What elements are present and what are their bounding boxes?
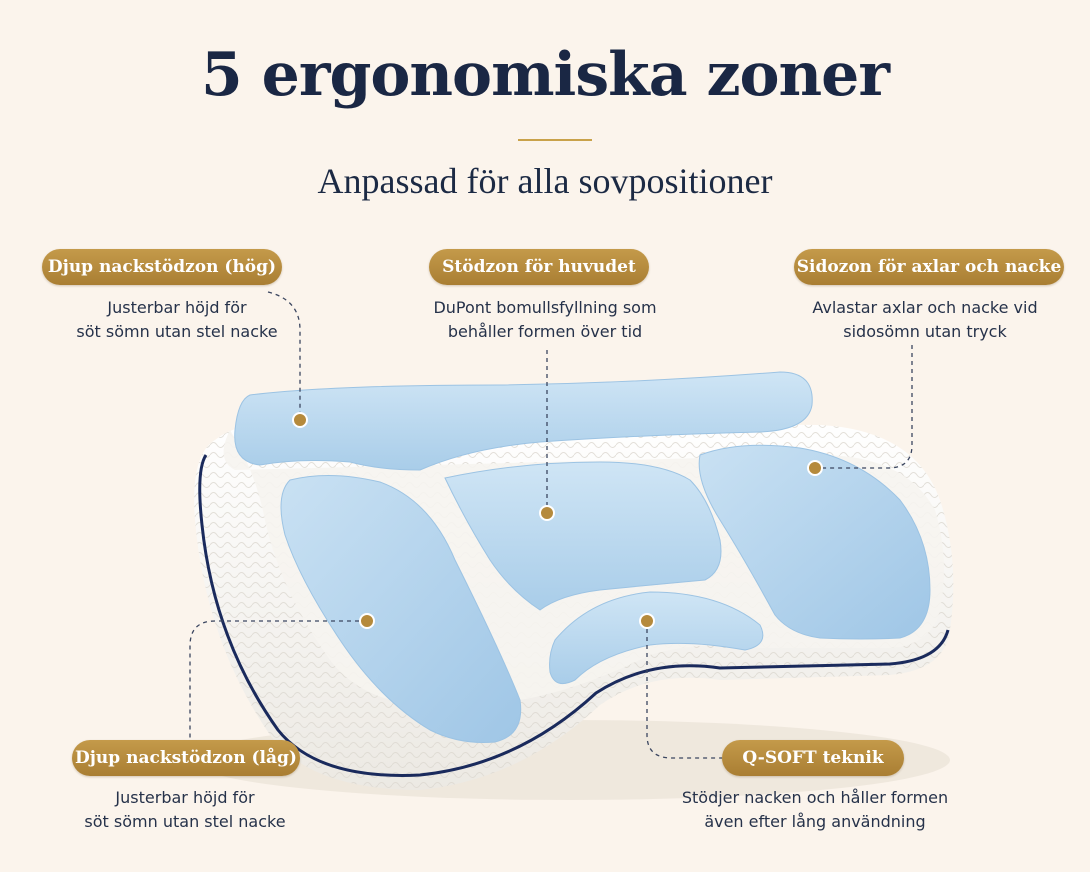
page-title: 5 ergonomiska zoner — [201, 40, 890, 110]
leader-lines — [189, 291, 913, 759]
zone-neck-low — [280, 475, 522, 743]
zone-markers — [292, 412, 823, 629]
zone-neck-high — [234, 371, 813, 471]
desc-neck-low-line1: Justerbar höjd för — [115, 788, 255, 807]
zone-head — [444, 461, 722, 611]
label-side: Sidozon för axlar och nacke — [794, 249, 1064, 285]
desc-qsoft: Stödjer nacken och håller formen även ef… — [655, 786, 975, 834]
desc-side-line1: Avlastar axlar och nacke vid — [812, 298, 1038, 317]
leader-qsoft — [646, 621, 722, 759]
marker-neck-high — [292, 412, 308, 428]
desc-head: DuPont bomullsfyllning som behåller form… — [400, 296, 690, 344]
label-neck-high: Djup nackstödzon (hög) — [42, 249, 282, 285]
pillow-piping — [198, 454, 950, 777]
desc-neck-high-line2: söt sömn utan stel nacke — [76, 322, 278, 341]
marker-head — [539, 505, 555, 521]
desc-neck-low: Justerbar höjd för söt sömn utan stel na… — [60, 786, 310, 834]
title-divider — [518, 139, 592, 141]
leader-neck-low — [189, 620, 367, 738]
desc-neck-high-line1: Justerbar höjd för — [107, 298, 247, 317]
marker-neck-low — [359, 613, 375, 629]
label-head: Stödzon för huvudet — [429, 249, 649, 285]
label-neck-low: Djup nackstödzon (låg) — [72, 740, 300, 776]
marker-side — [807, 460, 823, 476]
desc-qsoft-line2: även efter lång användning — [704, 812, 926, 831]
desc-neck-high: Justerbar höjd för söt sömn utan stel na… — [52, 296, 302, 344]
label-qsoft: Q-SOFT teknik — [722, 740, 904, 776]
desc-head-line1: DuPont bomullsfyllning som — [433, 298, 657, 317]
zone-qsoft — [549, 591, 764, 685]
desc-qsoft-line1: Stödjer nacken och håller formen — [681, 788, 949, 807]
zone-side — [698, 444, 931, 640]
desc-side-line2: sidosömn utan tryck — [843, 322, 1007, 341]
desc-neck-low-line2: söt sömn utan stel nacke — [84, 812, 286, 831]
page-subtitle: Anpassad för alla sovpositioner — [317, 161, 773, 201]
desc-side: Avlastar axlar och nacke vid sidosömn ut… — [790, 296, 1060, 344]
marker-qsoft — [639, 613, 655, 629]
leader-side — [815, 345, 913, 469]
desc-head-line2: behåller formen över tid — [447, 322, 643, 341]
